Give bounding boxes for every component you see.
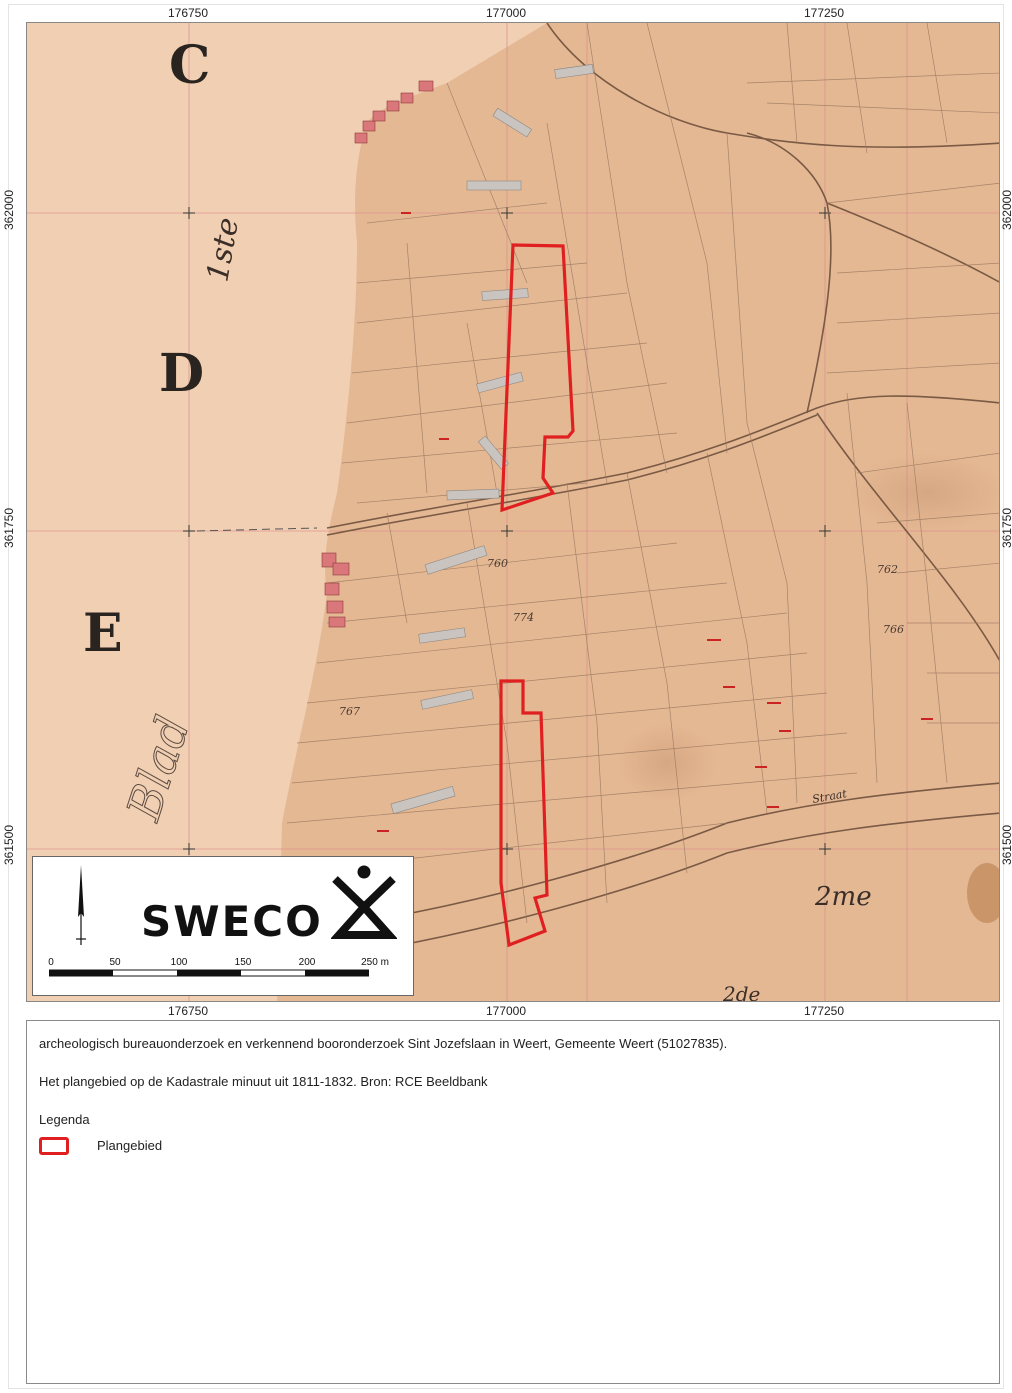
y-tick-right: 361750 — [1000, 508, 1012, 549]
project-description: archeologisch bureauonderzoek en verkenn… — [39, 1036, 728, 1051]
x-tick-top: 177250 — [803, 6, 845, 20]
scale-label: 200 — [298, 957, 316, 968]
parcel-area — [277, 23, 999, 1001]
scale-label: 250 m — [361, 957, 389, 968]
sweco-brand: SWECO — [141, 897, 323, 946]
scale-label: 50 — [109, 957, 121, 968]
scale-label: 100 — [170, 957, 188, 968]
label-2me: 2me — [814, 882, 872, 912]
x-tick-top: 176750 — [167, 6, 209, 20]
label-straat: Straat — [811, 787, 848, 806]
svg-text:774: 774 — [513, 611, 534, 624]
svg-text:760: 760 — [487, 557, 508, 570]
parcel-numbers: 760 774 767 762 766 — [339, 557, 904, 718]
map-stain — [967, 863, 999, 923]
cadastral-map[interactable]: C D E 1ste Blad 2me 2de Straat 760 774 7… — [26, 22, 1000, 1002]
scale-label: 150 — [234, 957, 252, 968]
legend-title: Legenda — [39, 1112, 90, 1127]
parcel-lines — [281, 23, 999, 924]
x-tick-bottom: 177000 — [485, 1004, 527, 1018]
grid-crosses — [183, 207, 831, 855]
legend-item-plangebied: Plangebied — [97, 1138, 163, 1153]
buildings — [390, 64, 594, 814]
section-letter-c: C — [169, 35, 210, 96]
section-letter-d: D — [159, 343, 204, 404]
y-tick-right: 362000 — [1000, 190, 1012, 231]
svg-text:762: 762 — [877, 563, 898, 576]
info-panel: archeologisch bureauonderzoek en verkenn… — [26, 1020, 1000, 1384]
page-frame — [8, 4, 1004, 1389]
map-caption: Het plangebied op de Kadastrale minuut u… — [39, 1074, 488, 1089]
y-tick-left: 362000 — [2, 190, 16, 231]
y-tick-right: 361500 — [1000, 825, 1012, 866]
scale-bar — [49, 969, 369, 977]
x-tick-bottom: 177250 — [803, 1004, 845, 1018]
svg-text:766: 766 — [883, 623, 904, 636]
sweco-person-icon — [331, 865, 397, 939]
svg-text:767: 767 — [339, 705, 360, 718]
x-tick-bottom: 176750 — [167, 1004, 209, 1018]
y-tick-left: 361750 — [2, 508, 16, 549]
map-stain — [847, 453, 999, 533]
north-arrow-icon — [76, 865, 86, 945]
parcel-markers — [377, 212, 933, 832]
map-canvas: C D E 1ste Blad 2me 2de Straat 760 774 7… — [27, 23, 999, 1002]
houses — [321, 80, 434, 628]
scale-label: 0 — [48, 957, 54, 968]
plangebied-swatch-icon — [39, 1137, 69, 1155]
dashed-path — [196, 527, 318, 532]
plangebied-outline[interactable] — [499, 243, 575, 948]
roads — [326, 23, 999, 954]
label-2de: 2de — [722, 982, 760, 1002]
map-stain — [617, 723, 717, 803]
section-letter-e: E — [83, 603, 123, 664]
section-letters: C D E — [83, 35, 210, 664]
y-tick-left: 361500 — [2, 825, 16, 866]
map-legend-overlay: SWECO 0 50 100 150 200 250 m — [32, 856, 414, 996]
x-tick-top: 177000 — [485, 6, 527, 20]
